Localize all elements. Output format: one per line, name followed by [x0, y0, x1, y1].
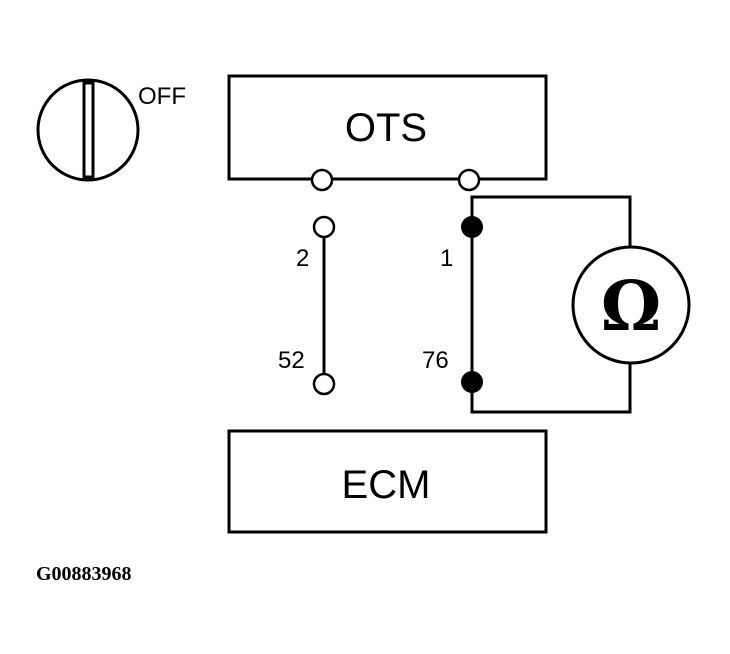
- pin-1-label: 1: [440, 245, 453, 272]
- ots-label: OTS: [345, 106, 427, 150]
- ecm-label: ECM: [342, 463, 431, 507]
- ignition-off-label: OFF: [138, 83, 186, 110]
- ots-box: [227, 74, 548, 181]
- ecm-component: ECM: [227, 429, 548, 534]
- pin-52-terminal: [312, 372, 336, 396]
- pin-76-label: 76: [422, 347, 449, 374]
- right-harness-circuit: 1 76 Ω: [422, 195, 691, 414]
- pin-52-label: 52: [278, 347, 305, 374]
- left-harness-circuit: 2 52: [278, 215, 336, 396]
- ignition-switch: OFF: [36, 78, 186, 182]
- ots-terminal-right: [457, 168, 481, 192]
- pin-1-terminal: [461, 216, 483, 238]
- ecm-box: [227, 429, 548, 534]
- ots-terminal-left: [310, 168, 334, 192]
- ohm-symbol: Ω: [601, 267, 662, 347]
- pin-76-terminal: [461, 371, 483, 393]
- pin-2-terminal: [312, 215, 336, 239]
- pin-2-label: 2: [296, 245, 309, 272]
- figure-code: G00883968: [36, 563, 132, 585]
- ots-component: OTS: [227, 74, 548, 192]
- ignition-switch-key-slot: [82, 81, 95, 179]
- ohmmeter-icon: [571, 245, 691, 365]
